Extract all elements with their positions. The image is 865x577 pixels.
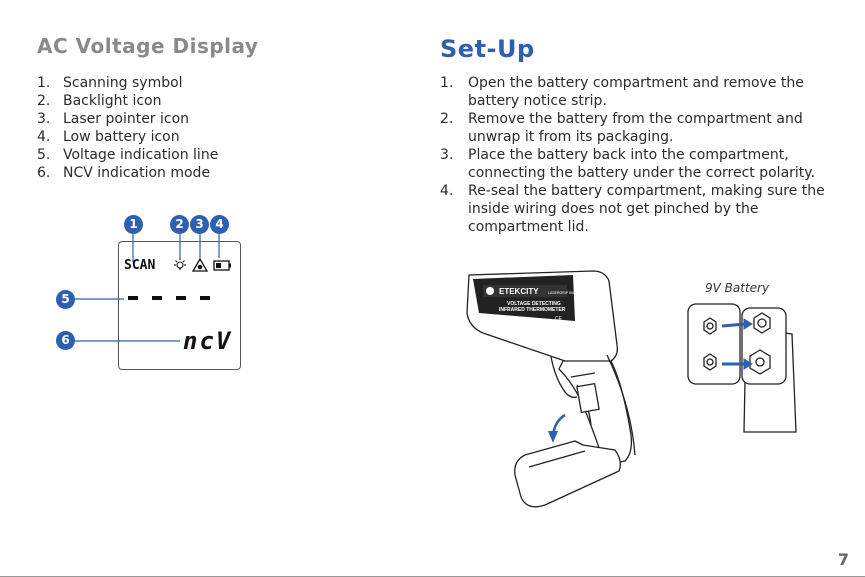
list-item: 1.Scanning symbol [37, 75, 183, 91]
page-number: 7 [837, 550, 849, 569]
lcd-ncv-indicator: ncV [183, 327, 233, 355]
device-label-line2: INFRARED THERMOMETER [499, 307, 566, 313]
section-title-set-up: Set-Up [440, 35, 535, 63]
display-legend-list: 1.Scanning symbol 2.Backlight icon 3.Las… [37, 74, 357, 182]
lcd-scan-symbol: SCAN [124, 258, 156, 273]
thermometer-illustration: ETEKCITY LASERGRIP 800 VOLTAGE DETECTING… [466, 270, 636, 508]
ce-mark: CE [555, 316, 563, 322]
callout-badge-5: 5 [56, 290, 75, 309]
list-item: 2.Remove the battery from the compartmen… [440, 111, 803, 145]
arrow-down-icon [548, 431, 558, 443]
list-item: 6.NCV indication mode [37, 165, 211, 181]
battery-polarity-illustration [687, 303, 797, 433]
low-battery-icon [213, 260, 231, 271]
lcd-status-icons [174, 257, 231, 272]
device-model: LASERGRIP 800 [548, 291, 575, 295]
list-item: 4.Low battery icon [37, 129, 180, 145]
arrow-right-icon [743, 318, 753, 330]
list-item: 5.Voltage indication line [37, 147, 219, 163]
callout-badge-3: 3 [190, 215, 209, 234]
list-item: 1.Open the battery compartment and remov… [440, 75, 804, 109]
backlight-icon [174, 258, 186, 270]
device-brand: ETEKCITY [499, 287, 539, 296]
laser-pointer-icon [191, 257, 209, 272]
setup-steps-list: 1.Open the battery compartment and remov… [440, 74, 850, 236]
callout-badge-6: 6 [56, 331, 75, 350]
callout-badge-2: 2 [170, 215, 189, 234]
list-item: 4.Re-seal the battery compartment, makin… [440, 183, 825, 235]
battery-label: 9V Battery [705, 281, 770, 295]
arrow-right-icon [743, 358, 753, 370]
list-item: 3.Laser pointer icon [37, 111, 190, 127]
callout-badge-4: 4 [210, 215, 229, 234]
device-label-line1: VOLTAGE DETECTING [507, 301, 561, 307]
callout-badge-1: 1 [124, 215, 143, 234]
list-item: 2.Backlight icon [37, 93, 162, 109]
voltage-indication-line [128, 296, 210, 300]
polarity-arrows [721, 318, 753, 370]
list-item: 3.Place the battery back into the compar… [440, 147, 816, 181]
section-title-ac-voltage-display: AC Voltage Display [37, 34, 259, 58]
